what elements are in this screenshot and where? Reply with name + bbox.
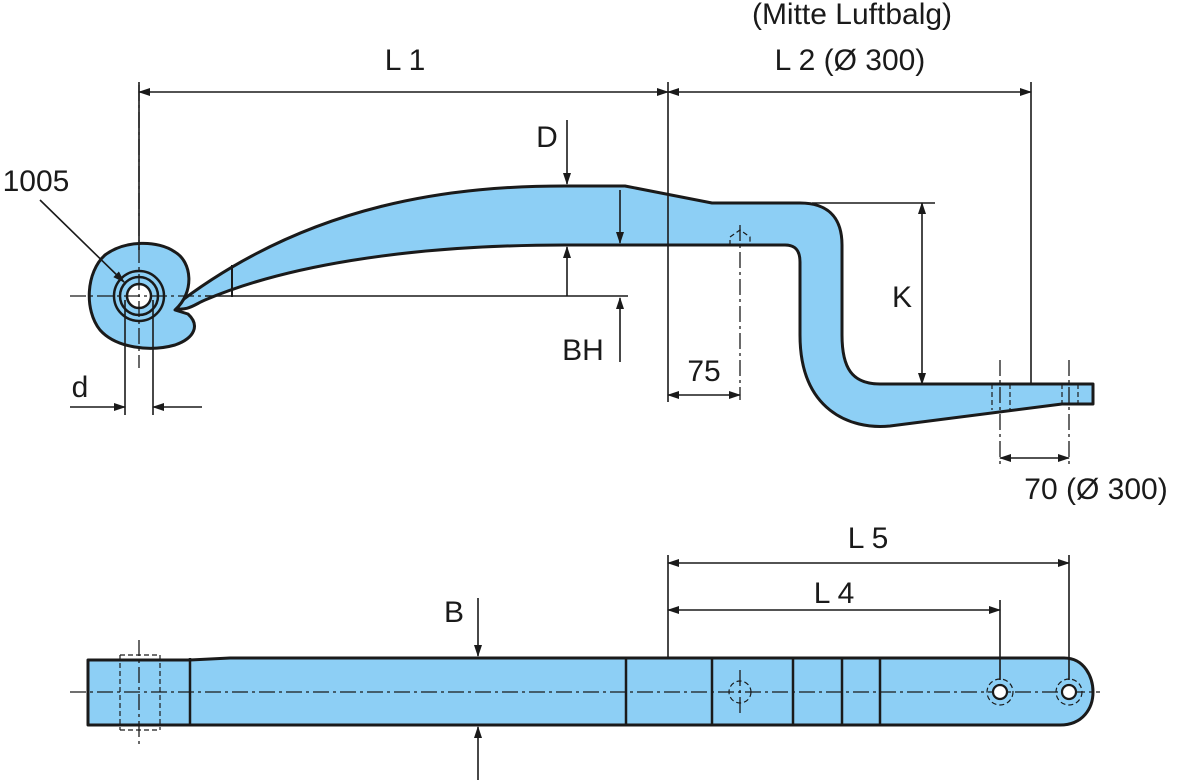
label-l1: L 1 [385, 44, 426, 77]
label-l2: L 2 (Ø 300) [775, 44, 926, 77]
airbag-hole-right [1061, 384, 1079, 404]
dimension-labels: (Mitte Luftbalg) L 1 L 2 (Ø 300) D 1005 … [3, 0, 1168, 629]
label-mitte-luftbalg: (Mitte Luftbalg) [752, 0, 952, 31]
label-k: K [892, 281, 912, 314]
label-b: B [444, 596, 464, 629]
label-d-lower: d [72, 371, 89, 404]
side-view [39, 82, 1095, 465]
label-bh: BH [562, 334, 604, 367]
label-70: 70 (Ø 300) [1024, 473, 1167, 506]
hole-l4 [991, 683, 1009, 701]
label-1005: 1005 [3, 165, 70, 198]
label-d-upper: D [536, 121, 558, 154]
label-l5: L 5 [848, 522, 889, 555]
label-75: 75 [687, 355, 720, 388]
top-view [70, 555, 1100, 780]
spring-side-body [170, 184, 1095, 428]
airbag-hole-left [991, 384, 1011, 410]
hole-l5 [1060, 683, 1078, 701]
label-l4: L 4 [814, 577, 855, 610]
leader-1005 [39, 199, 125, 283]
